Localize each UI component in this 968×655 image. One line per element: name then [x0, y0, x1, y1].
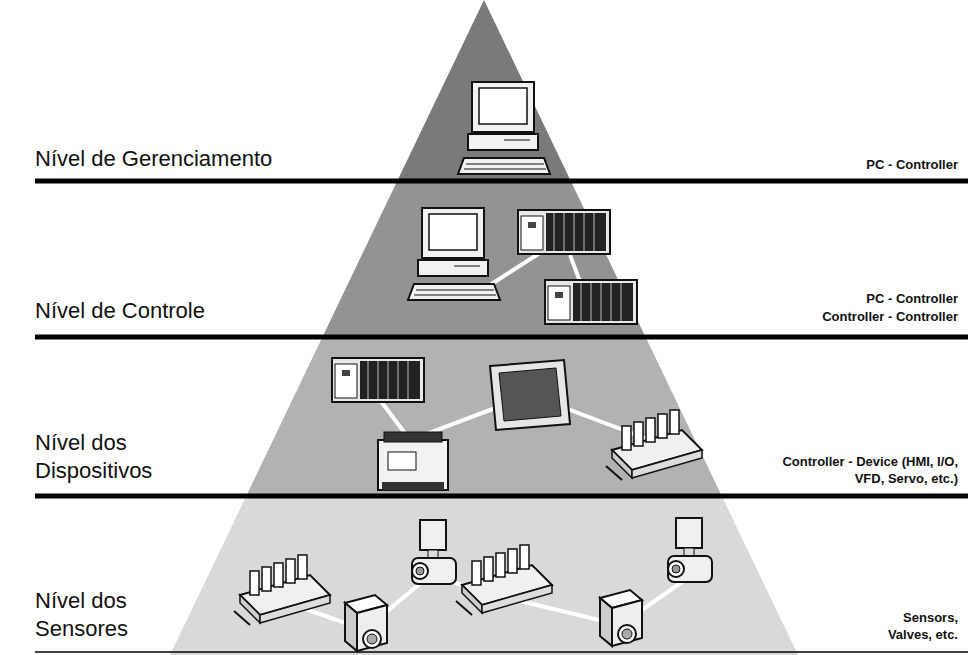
link-type: PC - Controller [866, 291, 958, 308]
level-name: Nível de Gerenciamento [35, 145, 272, 174]
link-type: Sensors, Valves, etc. [878, 610, 958, 644]
level-name: Nível dos Sensores [35, 587, 185, 644]
link-type: PC - Controller [866, 157, 958, 174]
link-type: Controller - Controller [822, 309, 958, 326]
link-type: Controller - Device (HMI, I/O, VFD, Serv… [753, 454, 958, 488]
level-name: Nível de Controle [35, 297, 205, 326]
level-name: Nível dos Dispositivos [35, 429, 205, 486]
